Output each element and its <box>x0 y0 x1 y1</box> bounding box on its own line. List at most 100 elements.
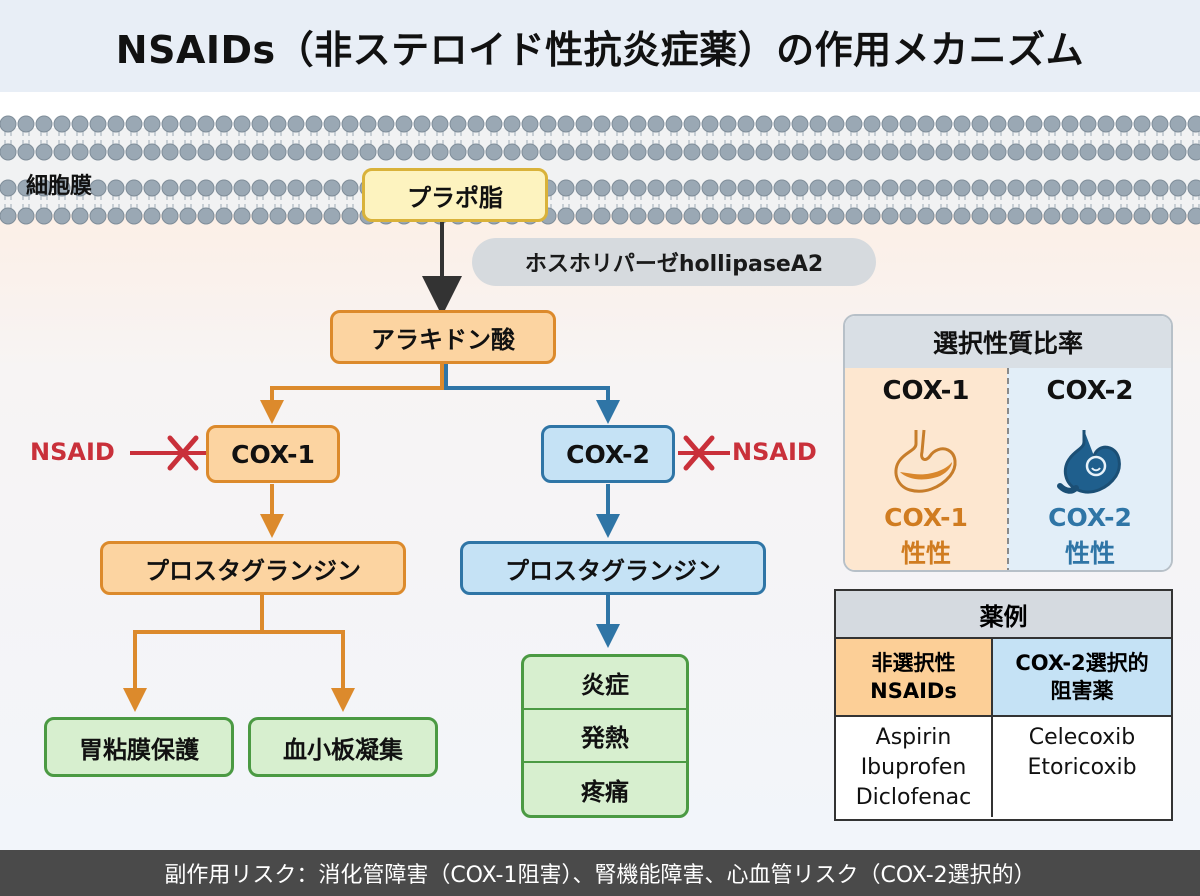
lipid-head <box>287 207 305 225</box>
drug-header-cox2-selective: COX-2選択的 阻害薬 <box>993 639 1171 717</box>
lipid-head <box>935 207 953 225</box>
lipid-head <box>863 207 881 225</box>
lipid-head <box>719 179 737 197</box>
lipid-head <box>107 207 125 225</box>
lipid-head <box>593 207 611 225</box>
arrow-pg1-branch-right <box>262 630 355 712</box>
lipid-head <box>251 207 269 225</box>
drug-examples-table: 薬例 非選択性 NSAIDs COX-2選択的 阻害薬 Aspirin Ibup… <box>834 589 1173 821</box>
lipid-head <box>17 115 35 133</box>
lipid-head <box>197 115 215 133</box>
lipid-head <box>269 207 287 225</box>
lipid-head <box>89 207 107 225</box>
lipid-head <box>1151 115 1169 133</box>
lipid-head <box>413 115 431 133</box>
lipid-head <box>35 179 53 197</box>
drug-item: Celecoxib <box>1028 725 1136 750</box>
lipid-head <box>179 115 197 133</box>
lipid-head <box>233 115 251 133</box>
lipid-head <box>971 143 989 161</box>
drug-table-title: 薬例 <box>836 591 1171 639</box>
lipid-head <box>665 207 683 225</box>
lipid-head <box>251 179 269 197</box>
lipid-head <box>809 179 827 197</box>
lipid-head <box>683 115 701 133</box>
lipid-head <box>611 207 629 225</box>
lipid-head <box>71 143 89 161</box>
lipid-head <box>1097 115 1115 133</box>
lipid-head <box>449 115 467 133</box>
lipid-head <box>143 207 161 225</box>
lipid-head <box>899 207 917 225</box>
lipid-head <box>575 115 593 133</box>
selectivity-cox1-header: COX-1 <box>882 376 970 406</box>
lipid-head <box>1097 207 1115 225</box>
lipid-head <box>575 143 593 161</box>
lipid-head <box>629 179 647 197</box>
lipid-head <box>161 207 179 225</box>
lipid-head <box>485 143 503 161</box>
lipid-head <box>0 179 17 197</box>
lipid-head <box>989 143 1007 161</box>
lipid-head <box>791 207 809 225</box>
lipid-head <box>233 143 251 161</box>
lipid-head <box>755 143 773 161</box>
lipid-head <box>737 143 755 161</box>
side-effects-footer: 副作用リスク：消化管障害（COX-1阻害）、腎機能障害、心血管リスク（COX-2… <box>0 850 1200 896</box>
lipid-head <box>125 179 143 197</box>
drug-header-nonselective: 非選択性 NSAIDs <box>836 639 993 717</box>
lipid-head <box>287 115 305 133</box>
lipid-head <box>557 143 575 161</box>
lipid-head <box>1169 179 1187 197</box>
lipid-head <box>107 115 125 133</box>
gastric-protection-node: 胃粘膜保護 <box>44 717 234 777</box>
lipid-head <box>1115 115 1133 133</box>
lipid-head <box>827 179 845 197</box>
pg1-label: プロスタグランジン <box>145 556 361 585</box>
lipid-head <box>539 143 557 161</box>
lipid-head <box>1169 207 1187 225</box>
lipid-head <box>557 115 575 133</box>
lipid-head <box>665 115 683 133</box>
lipid-head <box>269 115 287 133</box>
lipid-head <box>719 143 737 161</box>
lipid-head <box>899 143 917 161</box>
lipid-head <box>863 115 881 133</box>
lipid-head <box>989 115 1007 133</box>
lipid-head <box>953 179 971 197</box>
membrane-label: 細胞膜 <box>26 174 93 199</box>
lipid-head <box>269 143 287 161</box>
lipid-head <box>665 143 683 161</box>
lipid-head <box>35 207 53 225</box>
selectivity-col-cox1: COX-1 COX-1 性性 <box>845 368 1007 570</box>
lipid-head <box>467 115 485 133</box>
lipid-head <box>1061 207 1079 225</box>
lipid-head <box>827 115 845 133</box>
lipid-head <box>737 179 755 197</box>
lipid-head <box>341 179 359 197</box>
lipid-head <box>917 115 935 133</box>
selectivity-cox2-line1: COX-2 <box>1048 503 1132 532</box>
lipid-head <box>647 207 665 225</box>
lipid-head <box>1151 179 1169 197</box>
lipid-head <box>809 115 827 133</box>
lipid-head <box>881 143 899 161</box>
lipid-head <box>611 179 629 197</box>
lipid-head <box>179 179 197 197</box>
selectivity-panel: 選択性質比率 COX-1 COX-1 性性 COX-2 COX- <box>843 314 1173 572</box>
lipid-head <box>125 143 143 161</box>
lipid-head <box>431 115 449 133</box>
lipid-head <box>593 143 611 161</box>
lipid-head <box>1061 115 1079 133</box>
lipid-head <box>935 143 953 161</box>
lipid-head <box>1007 115 1025 133</box>
lipid-head <box>89 115 107 133</box>
lipid-head <box>107 179 125 197</box>
drug-item: Ibuprofen <box>860 755 967 780</box>
cox1-label: COX-1 <box>231 439 315 469</box>
lipid-head <box>755 207 773 225</box>
lipid-head <box>629 207 647 225</box>
lipid-head <box>1151 143 1169 161</box>
lipid-head <box>539 115 557 133</box>
